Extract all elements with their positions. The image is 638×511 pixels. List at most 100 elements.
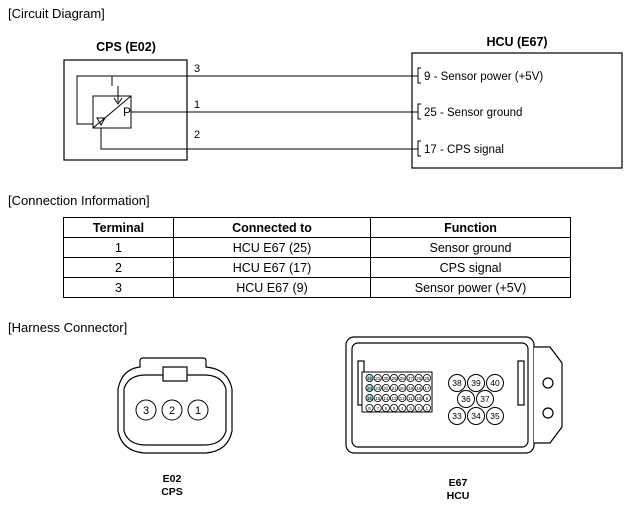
e67-small-pin — [373, 404, 382, 413]
e67-small-pin-label: 13 — [392, 396, 398, 401]
e02-pin-3 — [135, 399, 157, 421]
e67-large-pin-label: 38 — [452, 378, 462, 388]
e67-large-pin — [448, 374, 466, 392]
cps-box — [63, 59, 188, 161]
e67-small-pin — [406, 374, 415, 383]
pressure-sensor-symbol: P — [92, 86, 132, 129]
e67-small-pin-label: 14 — [383, 396, 389, 401]
cell-function: Sensor power (+5V) — [370, 277, 571, 298]
e67-small-pin — [414, 404, 423, 413]
e67-small-pin — [381, 394, 390, 403]
e67-large-pin — [448, 407, 466, 425]
wire-sensor-ground: 1 25 - Sensor ground — [131, 99, 522, 120]
e67-small-pin-label: 11 — [408, 396, 413, 401]
e67-small-pin-label: 29 — [392, 376, 398, 381]
e67-small-pin — [373, 374, 382, 383]
e67-large-pin-label: 35 — [490, 411, 500, 421]
cell-connected-to: HCU E67 (9) — [173, 277, 371, 298]
e67-large-pin-label: 40 — [490, 378, 500, 388]
e67-name: HCU — [447, 490, 470, 502]
e67-small-pin-label: 5 — [393, 406, 396, 411]
e67-small-pin — [422, 374, 431, 383]
e02-pin-label: 3 — [143, 405, 149, 417]
e67-small-pin — [422, 404, 431, 413]
e67-small-pin — [398, 394, 407, 403]
e67-small-pin — [398, 384, 407, 393]
e67-small-pin-label: 22 — [383, 386, 389, 391]
e67-small-pin-label: 25 — [424, 376, 430, 381]
e67-small-pin-label: 23 — [375, 386, 381, 391]
e67-small-pin-label: 32 — [367, 376, 373, 381]
e67-small-pin-label: 9 — [426, 396, 429, 401]
e67-small-pin — [390, 394, 399, 403]
e67-large-pin — [457, 390, 475, 408]
e67-code: E67 — [449, 477, 468, 489]
header-terminal: Terminal — [63, 217, 174, 238]
e67-small-pin-label: 30 — [383, 376, 389, 381]
cell-function: CPS signal — [370, 257, 571, 278]
e67-small-pin — [414, 374, 423, 383]
e67-small-pin-label: 2 — [417, 406, 420, 411]
e67-large-pin-label: 34 — [471, 411, 481, 421]
sensor-pin-label: P — [123, 105, 131, 119]
e02-pin-2 — [161, 399, 183, 421]
e67-small-pin — [406, 404, 415, 413]
e67-small-pin-label: 31 — [375, 376, 381, 381]
e67-small-pin — [390, 384, 399, 393]
e67-small-pin — [406, 394, 415, 403]
header-function: Function — [370, 217, 571, 238]
e67-small-pin-label: 21 — [392, 386, 398, 391]
e67-small-pin — [365, 404, 374, 413]
e67-small-pin-label: 20 — [400, 386, 406, 391]
e67-small-pin-label: 7 — [376, 406, 379, 411]
e67-small-pin — [365, 374, 374, 383]
e67-small-pin-label: 19 — [408, 386, 414, 391]
e67-small-pin-label: 10 — [416, 396, 422, 401]
e67-small-pin — [422, 384, 431, 393]
e67-small-pin — [414, 384, 423, 393]
circuit-diagram: CPS (E02) HCU (E67) P 3 9 - Sensor power… — [63, 35, 623, 169]
e02-code: E02 — [163, 473, 182, 485]
table-header-row: Terminal Connected to Function — [63, 217, 571, 238]
e67-small-pin — [414, 394, 423, 403]
table-row: 3 HCU E67 (9) Sensor power (+5V) — [63, 277, 571, 298]
e67-small-pin-label: 18 — [416, 386, 422, 391]
connector-e02: 3 2 1 E02 CPS — [117, 357, 233, 498]
connection-info-title: [Connection Information] — [8, 193, 150, 208]
e67-large-pin-label: 37 — [480, 394, 490, 404]
e67-small-pin — [390, 404, 399, 413]
e67-large-pin — [467, 407, 485, 425]
e67-small-pin-label: 28 — [400, 376, 406, 381]
e67-large-pin-label: 39 — [471, 378, 481, 388]
e67-large-pin-label: 36 — [461, 394, 471, 404]
table-row: 1 HCU E67 (25) Sensor ground — [63, 237, 571, 258]
e67-small-pin-label: 26 — [416, 376, 422, 381]
e67-large-pin — [467, 374, 485, 392]
e67-large-pin — [486, 374, 504, 392]
e67-small-pin-label: 1 — [426, 406, 429, 411]
e02-name: CPS — [161, 486, 183, 498]
hcu-pin-9: 9 - Sensor power (+5V) — [424, 71, 543, 83]
e67-small-pin — [398, 404, 407, 413]
harness-connector-title: [Harness Connector] — [8, 320, 128, 335]
e67-small-pin — [381, 374, 390, 383]
wire-terminal-1: 1 — [194, 99, 200, 111]
e02-pin-label: 2 — [169, 405, 175, 417]
e67-small-pin — [398, 374, 407, 383]
e67-small-pin-label: 17 — [424, 386, 430, 391]
cell-connected-to: HCU E67 (17) — [173, 257, 371, 278]
e67-housing — [345, 336, 563, 454]
e67-small-pin — [381, 404, 390, 413]
e67-small-pin — [381, 384, 390, 393]
e02-pins — [135, 399, 209, 421]
e02-pin-label: 1 — [195, 405, 201, 417]
e67-small-pin-label: 27 — [408, 376, 414, 381]
e02-pin-1 — [187, 399, 209, 421]
hcu-pin-17: 17 - CPS signal — [424, 144, 504, 156]
e67-small-pin — [406, 384, 415, 393]
e67-small-pin — [373, 384, 382, 393]
e67-small-pin-label: 4 — [401, 406, 404, 411]
